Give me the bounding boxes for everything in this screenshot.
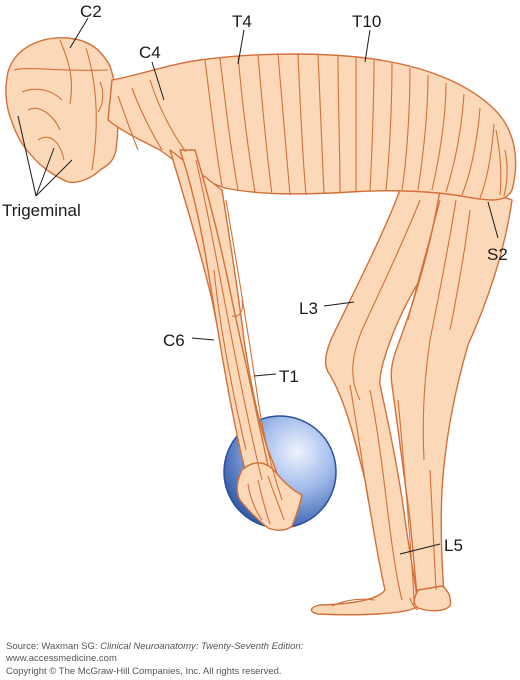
label-trigeminal: Trigeminal [2, 201, 81, 220]
head [5, 37, 119, 184]
label-l5: L5 [444, 536, 463, 555]
source-credit: Source: Waxman SG: Clinical Neuroanatomy… [6, 641, 516, 678]
source-site: www.accessmedicine.com [6, 653, 117, 665]
leader-lines [17, 17, 499, 555]
dermatome-figure: C2 C4 T4 T10 Trigeminal S2 L3 C6 T1 L5 [2, 2, 517, 616]
hands [236, 462, 303, 531]
label-c2: C2 [80, 2, 102, 21]
label-l3: L3 [299, 299, 318, 318]
source-copyright: Copyright © The McGraw-Hill Companies, I… [6, 665, 282, 677]
source-prefix: Source: Waxman SG: [6, 641, 101, 652]
body-figure [5, 37, 517, 616]
label-t1: T1 [279, 367, 299, 386]
label-t10: T10 [352, 12, 381, 31]
label-t4: T4 [232, 12, 252, 31]
label-s2: S2 [487, 245, 508, 264]
torso [107, 53, 517, 201]
back-leg [310, 189, 456, 616]
labels: C2 C4 T4 T10 Trigeminal S2 L3 C6 T1 L5 [2, 2, 508, 555]
label-c6: C6 [163, 331, 185, 350]
dermatome-lines [13, 39, 508, 611]
source-line: Source: Waxman SG: Clinical Neuroanatomy… [6, 641, 516, 653]
source-title: Clinical Neuroanatomy: Twenty-Seventh Ed… [100, 641, 304, 652]
front-foot [413, 585, 452, 612]
label-c4: C4 [139, 43, 161, 62]
